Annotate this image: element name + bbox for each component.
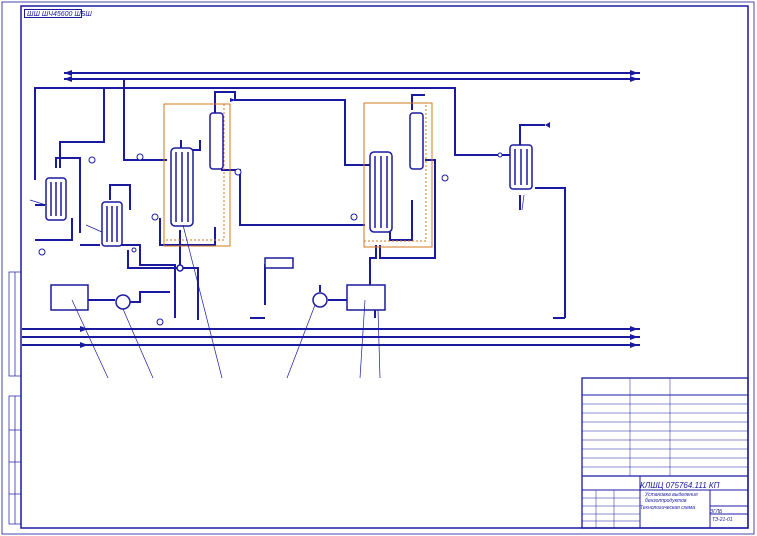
drawing-name-line-2: бензолпродуктов — [645, 498, 687, 504]
flow-arrows — [64, 70, 638, 348]
reflux-drum-1 — [209, 112, 224, 170]
left-margin-strip — [8, 271, 22, 525]
heat-exchanger-3 — [509, 144, 533, 190]
sheet-code-2: ТЗ-21-01 — [712, 517, 733, 523]
distillation-column-1 — [170, 147, 194, 227]
distillation-column-2 — [369, 151, 393, 233]
pump-1 — [115, 294, 131, 310]
corner-stamp: ШШ ШЧ45600 ШБШ — [24, 9, 92, 18]
tank-3 — [264, 257, 294, 269]
equipment — [45, 112, 533, 311]
valves — [38, 152, 503, 326]
drawing-name-line-3: Технологическая схема — [640, 505, 695, 511]
document-code: КЛШЦ 075764.111 КП — [640, 481, 720, 490]
tank-1 — [50, 284, 89, 311]
heat-exchanger-1 — [45, 177, 67, 221]
title-block — [581, 377, 749, 529]
drawing-name-line-1: Установка выделения — [645, 492, 698, 498]
pump-2 — [312, 292, 328, 308]
heat-exchanger-2 — [101, 201, 123, 247]
inner-frame — [20, 5, 749, 529]
sheet-code-1: ЗГЛБ — [710, 509, 723, 515]
callout-leaders — [29, 194, 525, 379]
tank-2 — [346, 284, 386, 311]
reflux-drum-2 — [409, 112, 424, 170]
pump-3 — [176, 264, 184, 272]
column-casings — [163, 102, 433, 248]
